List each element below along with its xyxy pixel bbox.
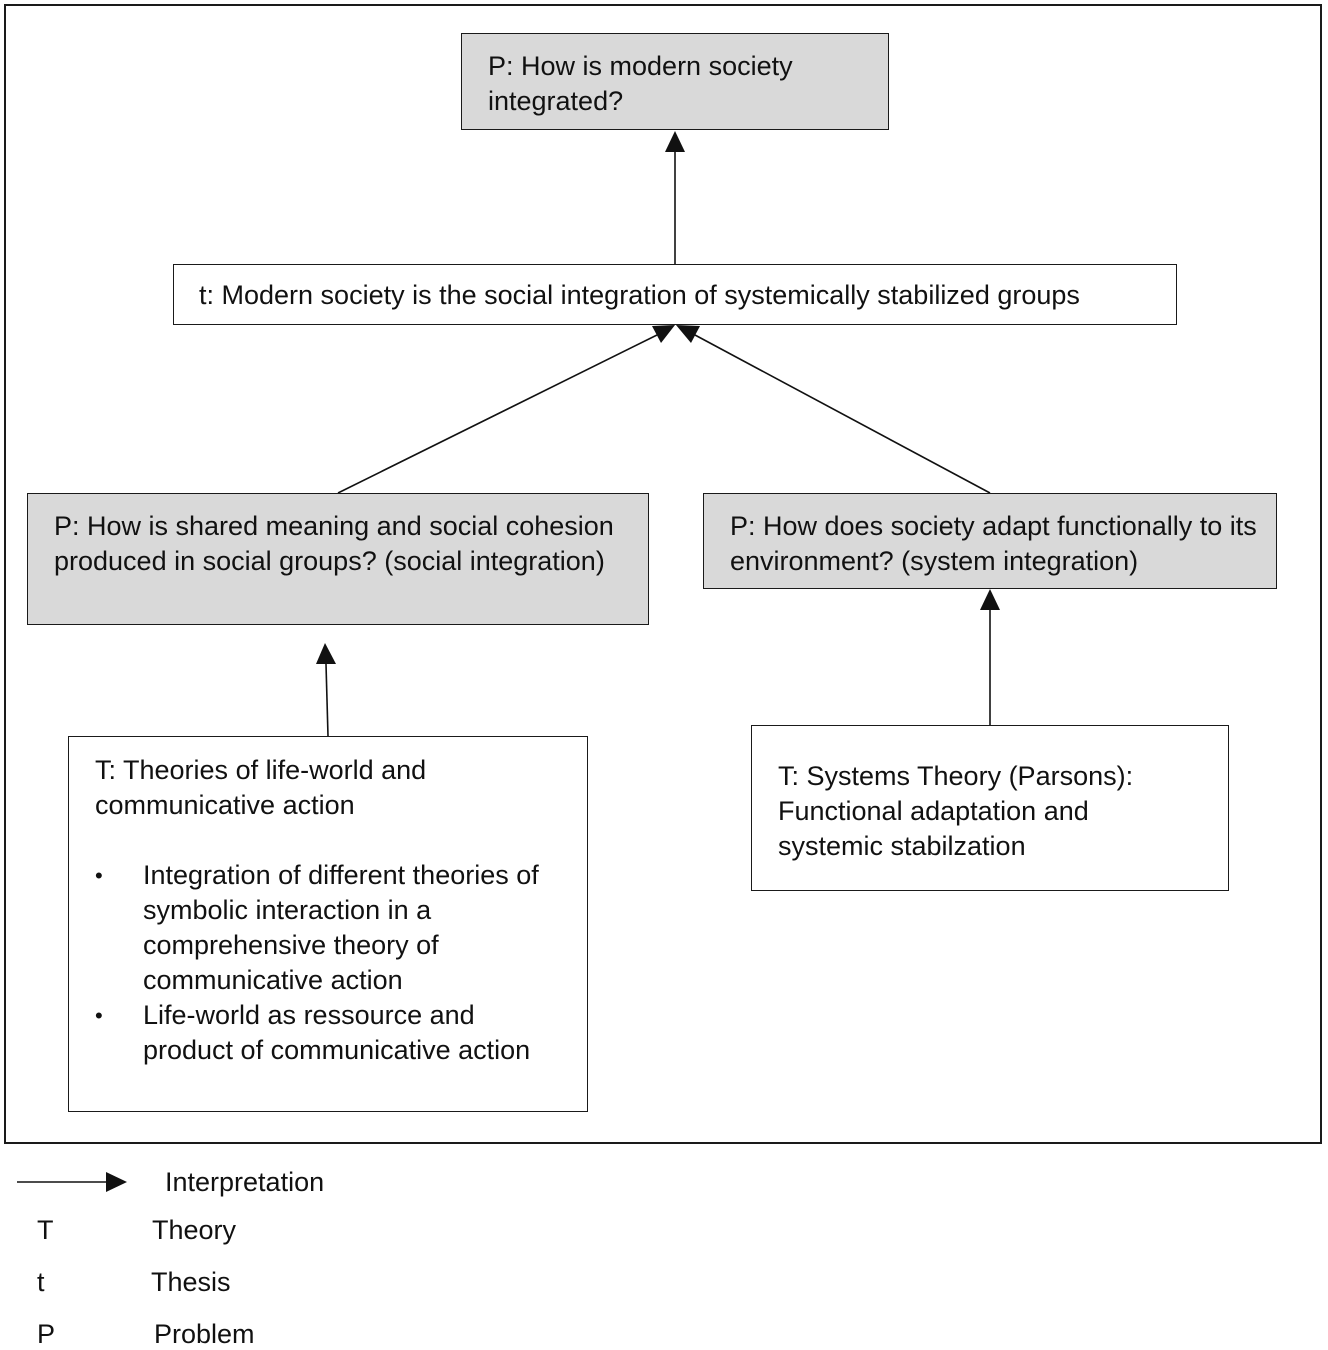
diagram-frame <box>4 4 1322 1144</box>
legend-key-problem: P <box>37 1319 56 1349</box>
left-theory-bullet-list: Integration of different theories of sym… <box>95 858 573 1068</box>
left-problem-text: P: How is shared meaning and social cohe… <box>54 511 614 576</box>
left-problem-box: P: How is shared meaning and social cohe… <box>27 493 649 625</box>
thesis-text: t: Modern society is the social integrat… <box>199 280 1080 310</box>
left-theory-bullet: Life-world as ressource and product of c… <box>95 998 573 1068</box>
legend-label-problem: Problem <box>154 1319 255 1349</box>
left-theory-title: T: Theories of life-world and communicat… <box>95 755 427 820</box>
legend-label-thesis: Thesis <box>151 1267 231 1297</box>
legend-key-theory: T <box>37 1215 54 1245</box>
right-theory-box: T: Systems Theory (Parsons): Functional … <box>751 725 1229 891</box>
top-problem-text: P: How is modern society integrated? <box>488 51 793 116</box>
right-problem-text: P: How does society adapt functionally t… <box>730 511 1257 576</box>
legend-interpretation-label: Interpretation <box>165 1167 325 1197</box>
thesis-box: t: Modern society is the social integrat… <box>173 264 1177 325</box>
legend-label-theory: Theory <box>152 1215 237 1245</box>
legend-arrow <box>17 1172 127 1192</box>
right-problem-box: P: How does society adapt functionally t… <box>703 493 1277 589</box>
top-problem-box: P: How is modern society integrated? <box>461 33 889 130</box>
legend-key-thesis: t <box>37 1267 45 1297</box>
left-theory-box: T: Theories of life-world and communicat… <box>68 736 588 1112</box>
left-theory-bullet: Integration of different theories of sym… <box>95 858 573 998</box>
right-theory-text: T: Systems Theory (Parsons): Functional … <box>778 761 1134 861</box>
